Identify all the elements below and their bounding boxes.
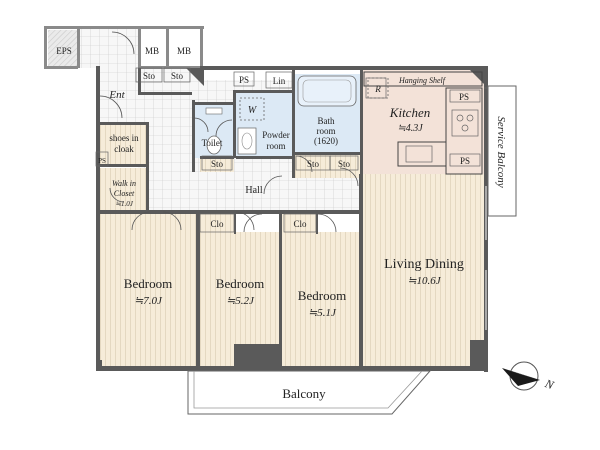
north-compass	[502, 361, 540, 391]
sto-hall-label-2: Sto	[338, 159, 351, 169]
hall-label: Hall	[245, 185, 262, 196]
bathtub	[297, 75, 357, 107]
service-balcony-label: Service Balcony	[495, 116, 507, 187]
washer-space	[239, 97, 265, 121]
bath-room-label: Bath	[318, 116, 335, 126]
hanging-shelf-label: Hanging Shelf	[398, 76, 447, 85]
bedroom-3-floor	[282, 232, 360, 368]
sto-entry-label-2: Sto	[171, 71, 184, 81]
closet-label-2: Clo	[293, 219, 307, 229]
bedroom-1-area: ≒7.0J	[134, 295, 163, 307]
balcony-outline	[187, 370, 432, 415]
bath-room-label-2: room	[317, 126, 336, 136]
refrigerator-space	[367, 77, 389, 99]
closet-label-1: Clo	[210, 219, 224, 229]
living-dining-area: ≒10.6J	[407, 275, 441, 287]
service-balcony-outline	[487, 85, 517, 217]
walk-in-closet-label-2: Closet	[114, 189, 135, 198]
toilet-label: Toilet	[202, 138, 223, 148]
kitchen-floor	[362, 70, 484, 174]
kitchen-area: ≒4.3J	[397, 123, 423, 134]
bedroom-1-label: Bedroom	[124, 276, 172, 291]
walk-in-closet-floor	[100, 168, 148, 210]
sto-toilet-label: Sto	[211, 159, 224, 169]
ps-kitchen-label-2: PS	[460, 156, 470, 166]
living-dining-floor	[362, 174, 484, 368]
sto-entry-label-1: Sto	[143, 71, 156, 81]
shoes-cloak-line-1: shoes in	[109, 133, 139, 143]
closet-1-floor	[200, 214, 236, 234]
north-label: N	[542, 376, 556, 393]
walk-in-closet-area: ≒1.0J	[115, 200, 134, 208]
sto-toilet-floor	[200, 158, 234, 172]
shoes-cloak-label: shoes in	[109, 133, 139, 143]
closet-2-floor	[282, 214, 318, 234]
mb-label-2: MB	[177, 46, 191, 56]
sto-hall-floor	[294, 154, 360, 178]
refrigerator-label: R	[374, 84, 381, 94]
bedroom-3-label: Bedroom	[298, 288, 346, 303]
linen-label: Lin	[273, 76, 286, 86]
living-dining-label: Living Dining	[384, 257, 464, 272]
ps-kitchen-label-1: PS	[459, 92, 469, 102]
ps-top-label: PS	[239, 75, 249, 85]
entrance-label: Ent	[108, 89, 125, 101]
sto-hall-label-1: Sto	[307, 159, 320, 169]
powder-room-label: Powder	[262, 130, 290, 140]
walk-in-closet-label: Walk in	[112, 179, 136, 188]
mb-label-1: MB	[145, 46, 159, 56]
corridor-floor	[78, 28, 138, 68]
powder-room-label-2: room	[267, 141, 286, 151]
bedroom-3-area: ≒5.1J	[308, 307, 337, 319]
bedroom-2-area: ≒5.2J	[226, 295, 255, 307]
shoes-cloak-label-2: cloak	[114, 144, 134, 154]
toilet-bowl	[206, 135, 222, 155]
washer-label: W	[248, 105, 258, 116]
bedroom-2-label: Bedroom	[216, 276, 264, 291]
ps-left-label: PS	[98, 157, 106, 165]
kitchen-label: Kitchen	[389, 105, 430, 120]
washbasin	[237, 127, 257, 155]
bath-room-size: (1620)	[314, 136, 338, 146]
bedroom-1-floor	[100, 214, 196, 368]
balcony-label: Balcony	[282, 386, 326, 401]
eps-label: EPS	[56, 46, 72, 56]
